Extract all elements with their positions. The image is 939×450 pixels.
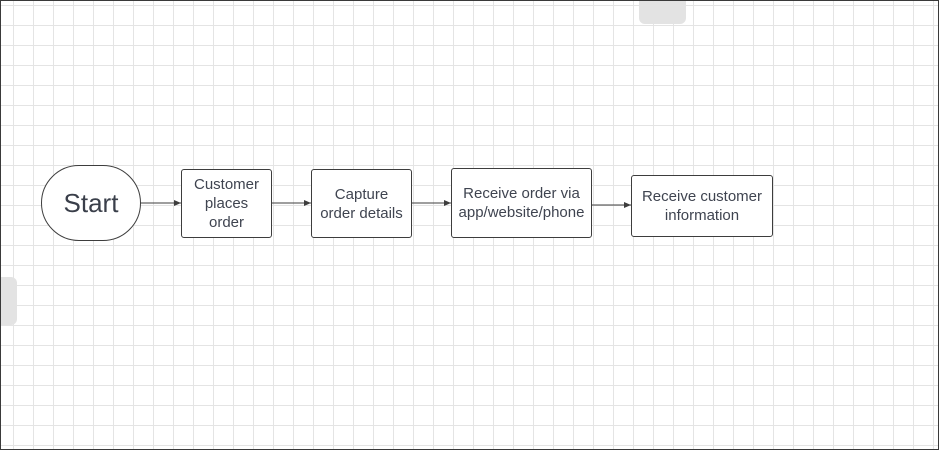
process-node-customer-places-order[interactable]: Customer places order: [181, 169, 272, 238]
top-panel-handle[interactable]: [639, 1, 686, 24]
process-node-receive-order[interactable]: Receive order via app/website/phone: [451, 168, 592, 238]
process-node-label: Receive order via app/website/phone: [458, 185, 585, 221]
start-node-label: Start: [63, 188, 119, 218]
process-node-receive-customer-information[interactable]: Receive customer information: [631, 175, 773, 237]
process-node-capture-order-details[interactable]: Capture order details: [311, 169, 412, 238]
left-panel-handle[interactable]: [1, 277, 17, 325]
process-node-label: Customer places order: [193, 176, 260, 231]
process-node-label: Capture order details: [320, 185, 403, 222]
process-node-label: Receive customer information: [641, 188, 763, 224]
start-node[interactable]: Start: [41, 165, 141, 241]
